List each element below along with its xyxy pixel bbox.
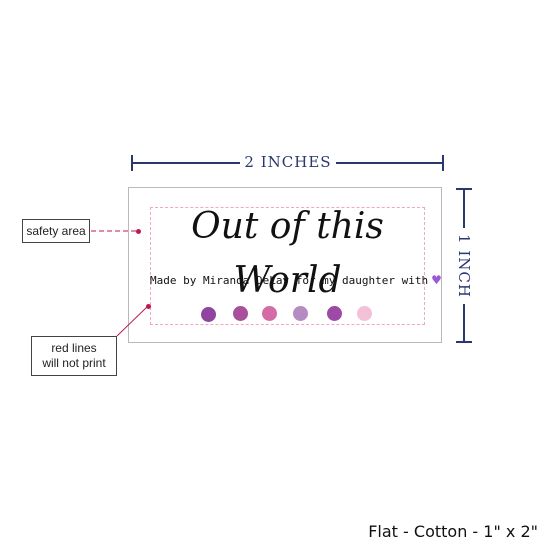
color-dot <box>327 306 342 321</box>
red-lines-callout-line-2: will not print <box>42 356 106 370</box>
color-dot <box>293 306 308 321</box>
height-dimension-tick-bottom <box>456 341 472 343</box>
safety-area-border <box>150 207 425 325</box>
color-dot <box>357 306 372 321</box>
purple-heart-icon: ♥ <box>431 273 442 287</box>
red-lines-callout-line-1: red lines <box>51 341 97 355</box>
label-subtitle: Made by Miranda DeLay for my daughter wi… <box>150 274 429 287</box>
red-lines-leader <box>116 305 149 337</box>
width-dimension-tick-right <box>442 155 444 171</box>
product-caption: Flat - Cotton - 1" x 2" <box>368 522 538 541</box>
color-dot <box>262 306 277 321</box>
safety-area-callout: safety area <box>22 219 90 243</box>
width-dimension-tick-left <box>131 155 133 171</box>
color-dot <box>233 306 248 321</box>
width-dimension-label: 2 INCHES <box>240 151 336 173</box>
label-subtitle-line: Made by Miranda DeLay for my daughter wi… <box>150 270 442 290</box>
label-preview <box>128 187 442 343</box>
height-dimension-tick-top <box>456 188 472 190</box>
label-title: Out of this World <box>191 206 384 301</box>
color-dot <box>201 307 216 322</box>
safety-area-marker <box>136 229 141 234</box>
red-lines-marker <box>146 304 151 309</box>
red-lines-callout: red lines will not print <box>31 336 117 376</box>
